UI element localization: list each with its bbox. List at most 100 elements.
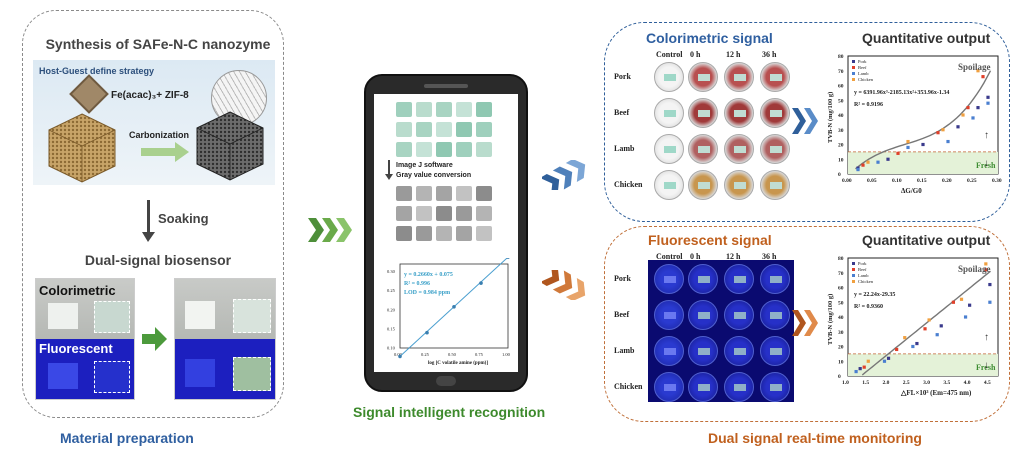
row-label: Lamb <box>614 144 635 153</box>
sensor-chip <box>698 312 710 319</box>
imagej-label: Image J software <box>396 162 453 169</box>
material-preparation-caption: Material preparation <box>60 430 194 446</box>
colorimetric-square-b <box>94 301 130 333</box>
gray-array-cell <box>436 186 452 201</box>
data-point-chicken <box>927 318 931 322</box>
legend-marker <box>852 66 855 69</box>
legend-marker <box>852 78 855 81</box>
y-tick-label: 0.25 <box>387 288 396 293</box>
petri-dish <box>760 336 790 366</box>
column-header: 12 h <box>726 252 741 261</box>
data-point <box>506 258 510 259</box>
legend-label: Chicken <box>858 279 874 284</box>
data-point-beef <box>981 75 985 79</box>
row-label: Lamb <box>614 346 635 355</box>
x-axis-label: log [C volatile amine (ppm)] <box>428 361 488 366</box>
host-guest-box: Host-Guest define strategy Fe(acac)₃+ ZI… <box>33 60 275 185</box>
material-preparation-panel <box>22 10 284 418</box>
legend-marker <box>852 274 855 277</box>
x-tick-label: 0.25 <box>967 178 977 184</box>
petri-dish <box>724 62 754 92</box>
petri-dish <box>724 98 754 128</box>
legend-label: Lamb <box>858 71 869 76</box>
petri-dish <box>654 170 684 200</box>
sensor-chip <box>770 312 782 319</box>
x-axis-label: ΔG/G0 <box>901 187 922 195</box>
row-label: Pork <box>614 72 631 81</box>
equation-label: y = 22.24x-29.35 <box>854 292 895 298</box>
data-point-pork <box>886 356 891 360</box>
conversion-arrow-icon <box>388 160 390 176</box>
petri-dish <box>654 134 684 164</box>
color-array-cell <box>476 122 492 137</box>
data-point <box>398 354 402 359</box>
data-point-lamb <box>988 300 992 304</box>
petri-dish <box>724 372 754 402</box>
gray-array-cell <box>476 186 492 201</box>
color-array-cell <box>436 102 452 117</box>
petri-dish <box>724 170 754 200</box>
carbonization-arrow-icon <box>141 148 175 156</box>
gray-array-cell <box>396 206 412 221</box>
legend-label: Pork <box>858 59 867 64</box>
green-chevron-arrows-icon <box>308 218 352 242</box>
petri-dish <box>724 264 754 294</box>
petri-dish <box>760 300 790 330</box>
fresh-region <box>848 353 998 376</box>
sensor-chip <box>734 384 746 391</box>
column-header: 0 h <box>690 252 701 261</box>
sensor-chip <box>770 110 782 117</box>
y-tick-label: 30 <box>838 330 844 336</box>
petri-dish <box>654 372 684 402</box>
sensor-chip <box>664 348 676 355</box>
row-label: Chicken <box>614 382 643 391</box>
color-array-cell <box>416 122 432 137</box>
spoilage-label: Spoilage <box>958 62 991 72</box>
y-tick-label: 70 <box>838 69 844 75</box>
data-point-chicken <box>959 297 964 301</box>
sensor-transition-arrow-icon <box>142 334 156 344</box>
column-header: 36 h <box>762 252 777 261</box>
legend-marker <box>852 60 855 63</box>
column-header: 36 h <box>762 50 777 59</box>
data-point-lamb <box>946 139 950 144</box>
legend-label: Beef <box>858 65 867 70</box>
color-array-cell <box>416 102 432 117</box>
data-point-pork <box>956 125 960 129</box>
petri-dish <box>724 336 754 366</box>
lod-label: LOD = 0.984 ppm <box>404 290 450 296</box>
synthesis-title: Synthesis of SAFe-N-C nanozyme <box>45 36 271 52</box>
sensor-chip <box>734 74 746 81</box>
data-point-lamb <box>906 145 910 150</box>
column-header: Control <box>656 252 683 261</box>
y-tick-label: 70 <box>838 271 844 277</box>
fe-acac-molecule-icon <box>69 74 109 114</box>
data-point <box>479 281 483 285</box>
fresh-region <box>848 151 998 174</box>
petri-dish <box>654 98 684 128</box>
petri-dish <box>654 300 684 330</box>
row-label: Beef <box>614 310 630 319</box>
data-point-lamb <box>856 167 860 172</box>
soaking-arrow-icon <box>147 200 150 236</box>
x-tick-label: 0.00 <box>394 352 403 357</box>
spoilage-label: Spoilage <box>958 264 991 274</box>
x-tick-label: 0.10 <box>892 178 902 184</box>
x-tick-label: 0.05 <box>867 178 877 184</box>
y-tick-label: 80 <box>838 54 844 60</box>
smartphone: Image J software Gray value conversion 0… <box>364 74 528 392</box>
column-header: 12 h <box>726 50 741 59</box>
data-point-pork <box>968 303 972 307</box>
data-point-pork <box>886 157 890 161</box>
color-array-cell <box>476 142 492 157</box>
data-point <box>425 330 429 335</box>
data-point-pork <box>915 341 919 346</box>
fresh-label: Fresh <box>976 161 996 170</box>
data-point-lamb <box>854 369 858 374</box>
sensor-chip <box>770 74 782 81</box>
color-array-image <box>396 102 496 160</box>
sensor-chip <box>734 110 746 117</box>
sensor-chip <box>734 312 746 319</box>
